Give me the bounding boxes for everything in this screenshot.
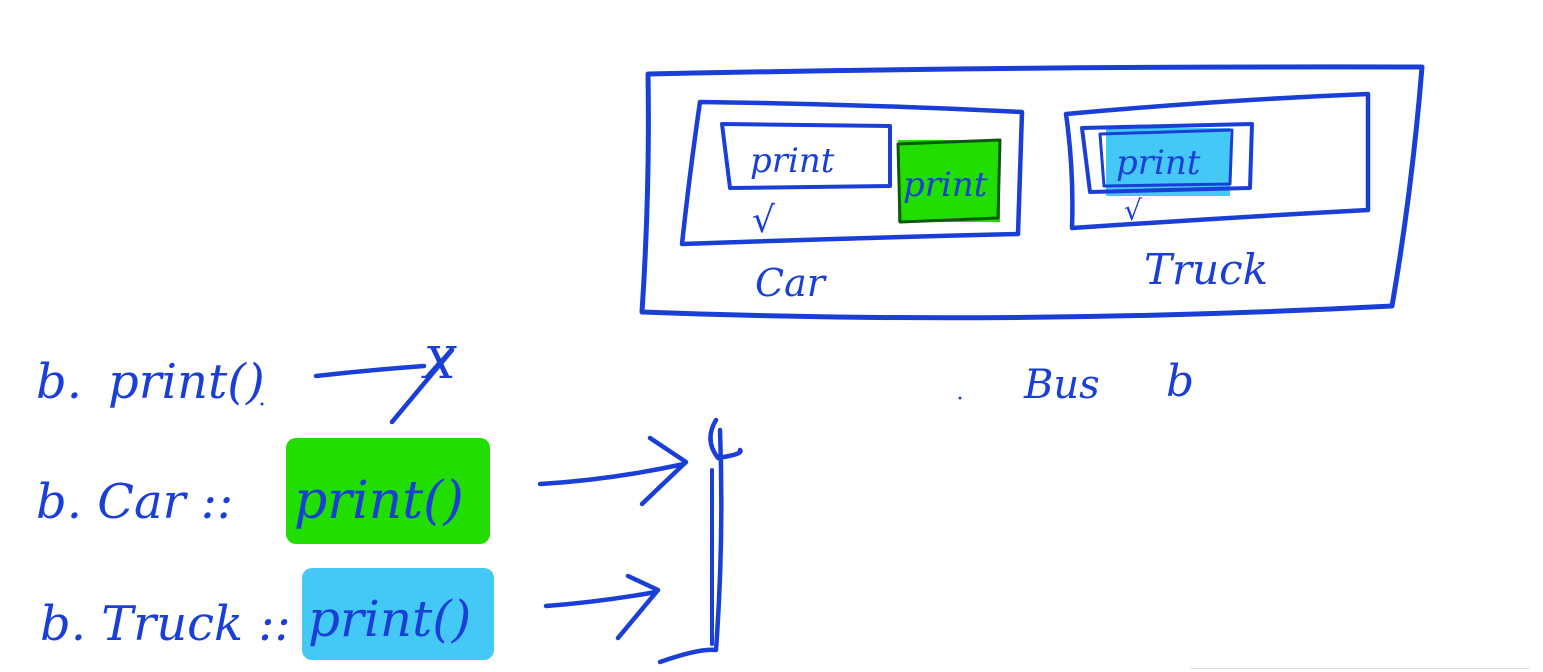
call-3-method: print()	[308, 590, 471, 648]
car-print-label-1: print	[750, 141, 835, 181]
truck-box	[1063, 91, 1371, 231]
stray-dot-1	[958, 396, 962, 400]
call-2-method-highlight	[286, 438, 490, 544]
car-print-highlight-outline	[896, 138, 1002, 224]
car-print-label-2: print	[903, 165, 988, 205]
call-3-arrow	[543, 573, 661, 641]
car-print-highlight	[898, 140, 1000, 222]
truck-print-label: print	[1116, 143, 1201, 183]
call-1-x-strike	[389, 347, 455, 425]
bus-label: Bus	[1023, 362, 1100, 408]
bus-outer-box	[639, 64, 1425, 321]
call-1-method: print()	[108, 354, 265, 410]
call-3-prefix: b. Truck ::	[40, 596, 291, 652]
car-box	[679, 99, 1025, 247]
call-2-arrow	[537, 435, 689, 507]
car-print-box	[720, 122, 892, 190]
bottom-edge-line	[1190, 668, 1530, 669]
stray-dot-2	[260, 402, 264, 406]
car-label: Car	[755, 261, 828, 305]
call-1-prefix: b.	[36, 354, 82, 410]
call-3-method-highlight	[302, 568, 494, 660]
call-2-method: print()	[294, 471, 464, 531]
truck-print-box	[1080, 122, 1254, 194]
bus-variable-label: b	[1166, 356, 1194, 407]
call-1-arrow-line	[313, 363, 427, 379]
truck-print-inner-box	[1098, 128, 1234, 188]
truck-label: Truck	[1144, 245, 1268, 294]
truck-tick-mark: √	[1124, 194, 1142, 227]
result-brace	[657, 417, 743, 665]
car-tick-mark: √	[752, 200, 775, 241]
call-2-prefix: b. Car ::	[36, 474, 233, 530]
